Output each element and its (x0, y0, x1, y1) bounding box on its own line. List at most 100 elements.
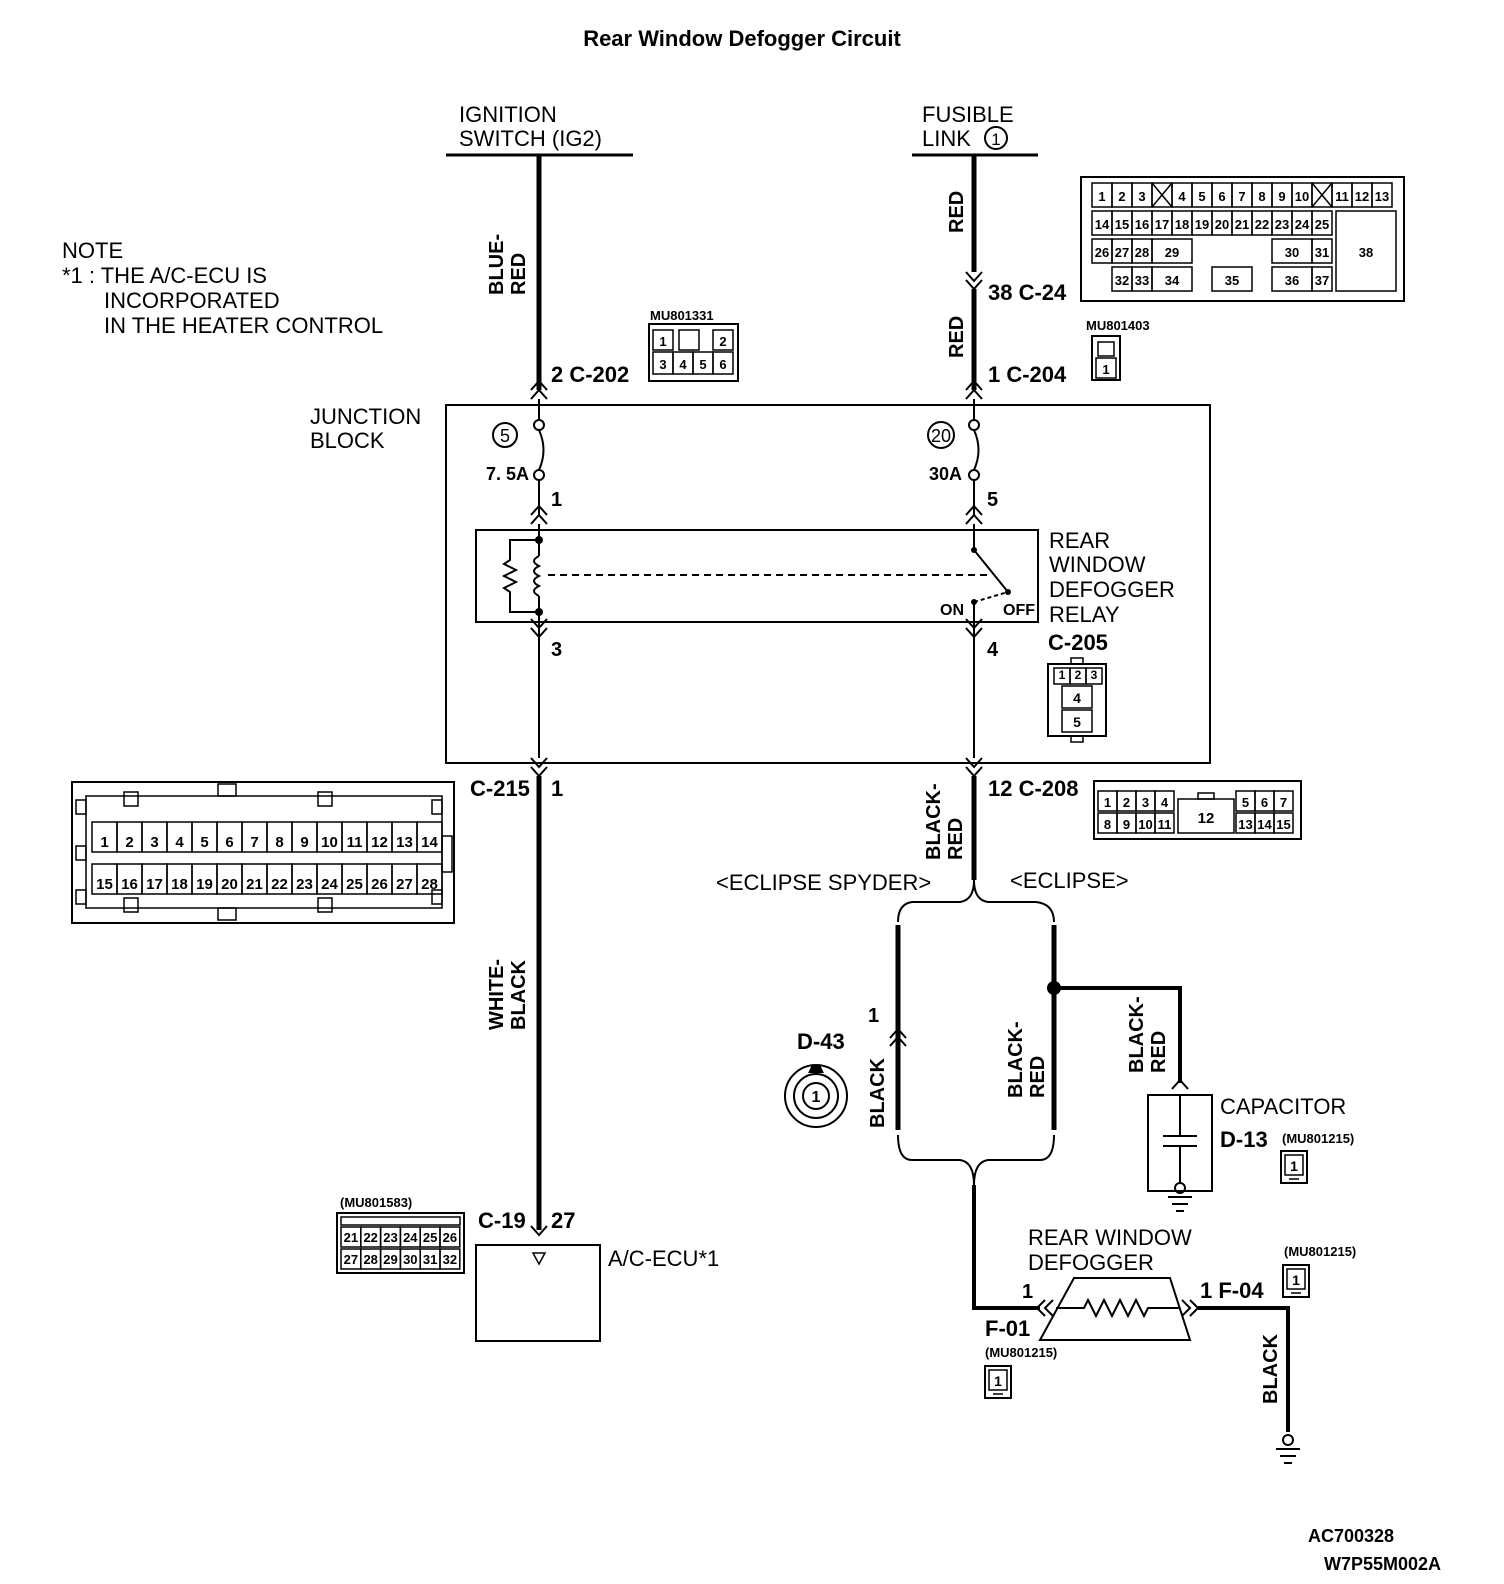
pin-label: 18 (1175, 217, 1189, 232)
pin-label: 22 (1255, 217, 1269, 232)
pin-label: 27 (396, 876, 413, 893)
pin-label: 13 (1375, 189, 1389, 204)
connector-cell (75, 799, 87, 815)
note-line: *1 : THE A/C-ECU IS (62, 263, 267, 288)
relay-label: WINDOW (1049, 552, 1146, 577)
pin-label: 30 (1285, 245, 1299, 260)
relay-on-label: ON (940, 602, 964, 619)
pin-label: 6 (1218, 189, 1225, 204)
connector-cell (1154, 812, 1175, 834)
connector-cell (1151, 182, 1173, 208)
pin-label: 11 (1158, 817, 1172, 832)
wire-color-label: BLACK (508, 959, 530, 1030)
connector-cell (652, 329, 674, 351)
pin-label: 28 (363, 1252, 377, 1267)
defogger-label: DEFOGGER (1028, 1250, 1154, 1275)
pin-label: 27 (344, 1252, 358, 1267)
pin-label: 3 (150, 834, 158, 851)
pin-label: 4 (1161, 795, 1169, 810)
relay-label: DEFOGGER (1049, 577, 1175, 602)
connector-label: C-215 (470, 776, 530, 801)
connector-cell (678, 329, 700, 351)
pin-label: 2 (719, 334, 726, 349)
connector-cell (1097, 341, 1115, 357)
pin-label: 11 (347, 834, 363, 851)
note-line: INCORPORATED (104, 288, 280, 313)
ecu-label: A/C-ECU*1 (608, 1246, 719, 1271)
pin-label: 38 (1359, 245, 1373, 260)
pin-label: 22 (363, 1230, 377, 1245)
wire-color-label: BLACK- (923, 783, 945, 860)
pin-label: 1 (100, 834, 108, 851)
connector-cell (1311, 238, 1333, 264)
pin-label: 34 (1165, 273, 1180, 288)
connector-cell (1371, 182, 1393, 208)
pin-label: 23 (383, 1230, 397, 1245)
pin-label: 20 (1215, 217, 1229, 232)
pin-label: 10 (1138, 817, 1152, 832)
pin-label: 5 (200, 834, 208, 851)
pin-label: 8 (1104, 817, 1111, 832)
wire-color-label: BLACK- (1005, 1021, 1027, 1098)
connector-cell (1151, 266, 1193, 292)
pin-label: 9 (1123, 817, 1130, 832)
pin-label: 16 (1135, 217, 1149, 232)
pin-label: 25 (423, 1230, 437, 1245)
connector-cell (439, 1226, 461, 1248)
part-number: MU801403 (1086, 318, 1150, 333)
capacitor-label: CAPACITOR (1220, 1094, 1346, 1119)
pin-label: 5 (1242, 795, 1249, 810)
pin-label: 6 (719, 357, 726, 372)
pin-label: 7 (1280, 795, 1287, 810)
connector-mark (1311, 182, 1333, 208)
pin-label: 4 (1178, 189, 1186, 204)
junction-block-label: BLOCK (310, 428, 385, 453)
fusible-label: LINK (922, 126, 971, 151)
wire-color-label: RED (945, 818, 967, 860)
pin-label: 3 (659, 357, 666, 372)
pin-label: 17 (1155, 217, 1169, 232)
pin-label: 1 (1290, 1158, 1298, 1174)
pin-label: 1 (1098, 189, 1105, 204)
connector-c204-face: 1 (1091, 335, 1121, 381)
fuse-rating: 30A (929, 464, 962, 484)
pin-label: 10 (321, 834, 338, 851)
pin-label: 20 (221, 876, 238, 893)
connector-cell (712, 329, 734, 351)
pin-label: 5 (699, 357, 706, 372)
connector-label: 2 C-202 (551, 362, 629, 387)
relay-label: REAR (1049, 528, 1110, 553)
wire-color-label: RED (508, 253, 530, 295)
right-wire (548, 155, 1011, 880)
pin-label: 26 (371, 876, 388, 893)
fuse-number: 20 (931, 426, 951, 446)
pin-label: 12 (1355, 189, 1369, 204)
pin-label: 35 (1225, 273, 1239, 288)
pin-label: 24 (321, 876, 338, 893)
pin-label: 25 (346, 876, 363, 893)
pin-label: 27 (1115, 245, 1129, 260)
connector-cell (988, 1369, 1008, 1391)
fusible-link-source: FUSIBLE LINK 1 (912, 102, 1038, 157)
pin-label: 4 (1073, 690, 1081, 706)
connector-cell (1080, 176, 1405, 302)
connector-cell (1311, 182, 1333, 208)
connector-cell (1197, 792, 1215, 800)
pin-label: 16 (121, 876, 138, 893)
pin-label: 37 (1315, 273, 1329, 288)
connector-cell (1070, 657, 1084, 665)
pin-label: 23 (296, 876, 313, 893)
pin-label: 32 (443, 1252, 457, 1267)
connector-cell (217, 783, 237, 797)
connector-f04-face: 1 (1282, 1264, 1310, 1298)
left-wire (501, 155, 548, 1237)
connector-label: 1 (551, 776, 563, 801)
connector-cell (431, 799, 443, 815)
pin-label: 29 (1165, 245, 1179, 260)
pin-label: 2 (1075, 668, 1082, 682)
